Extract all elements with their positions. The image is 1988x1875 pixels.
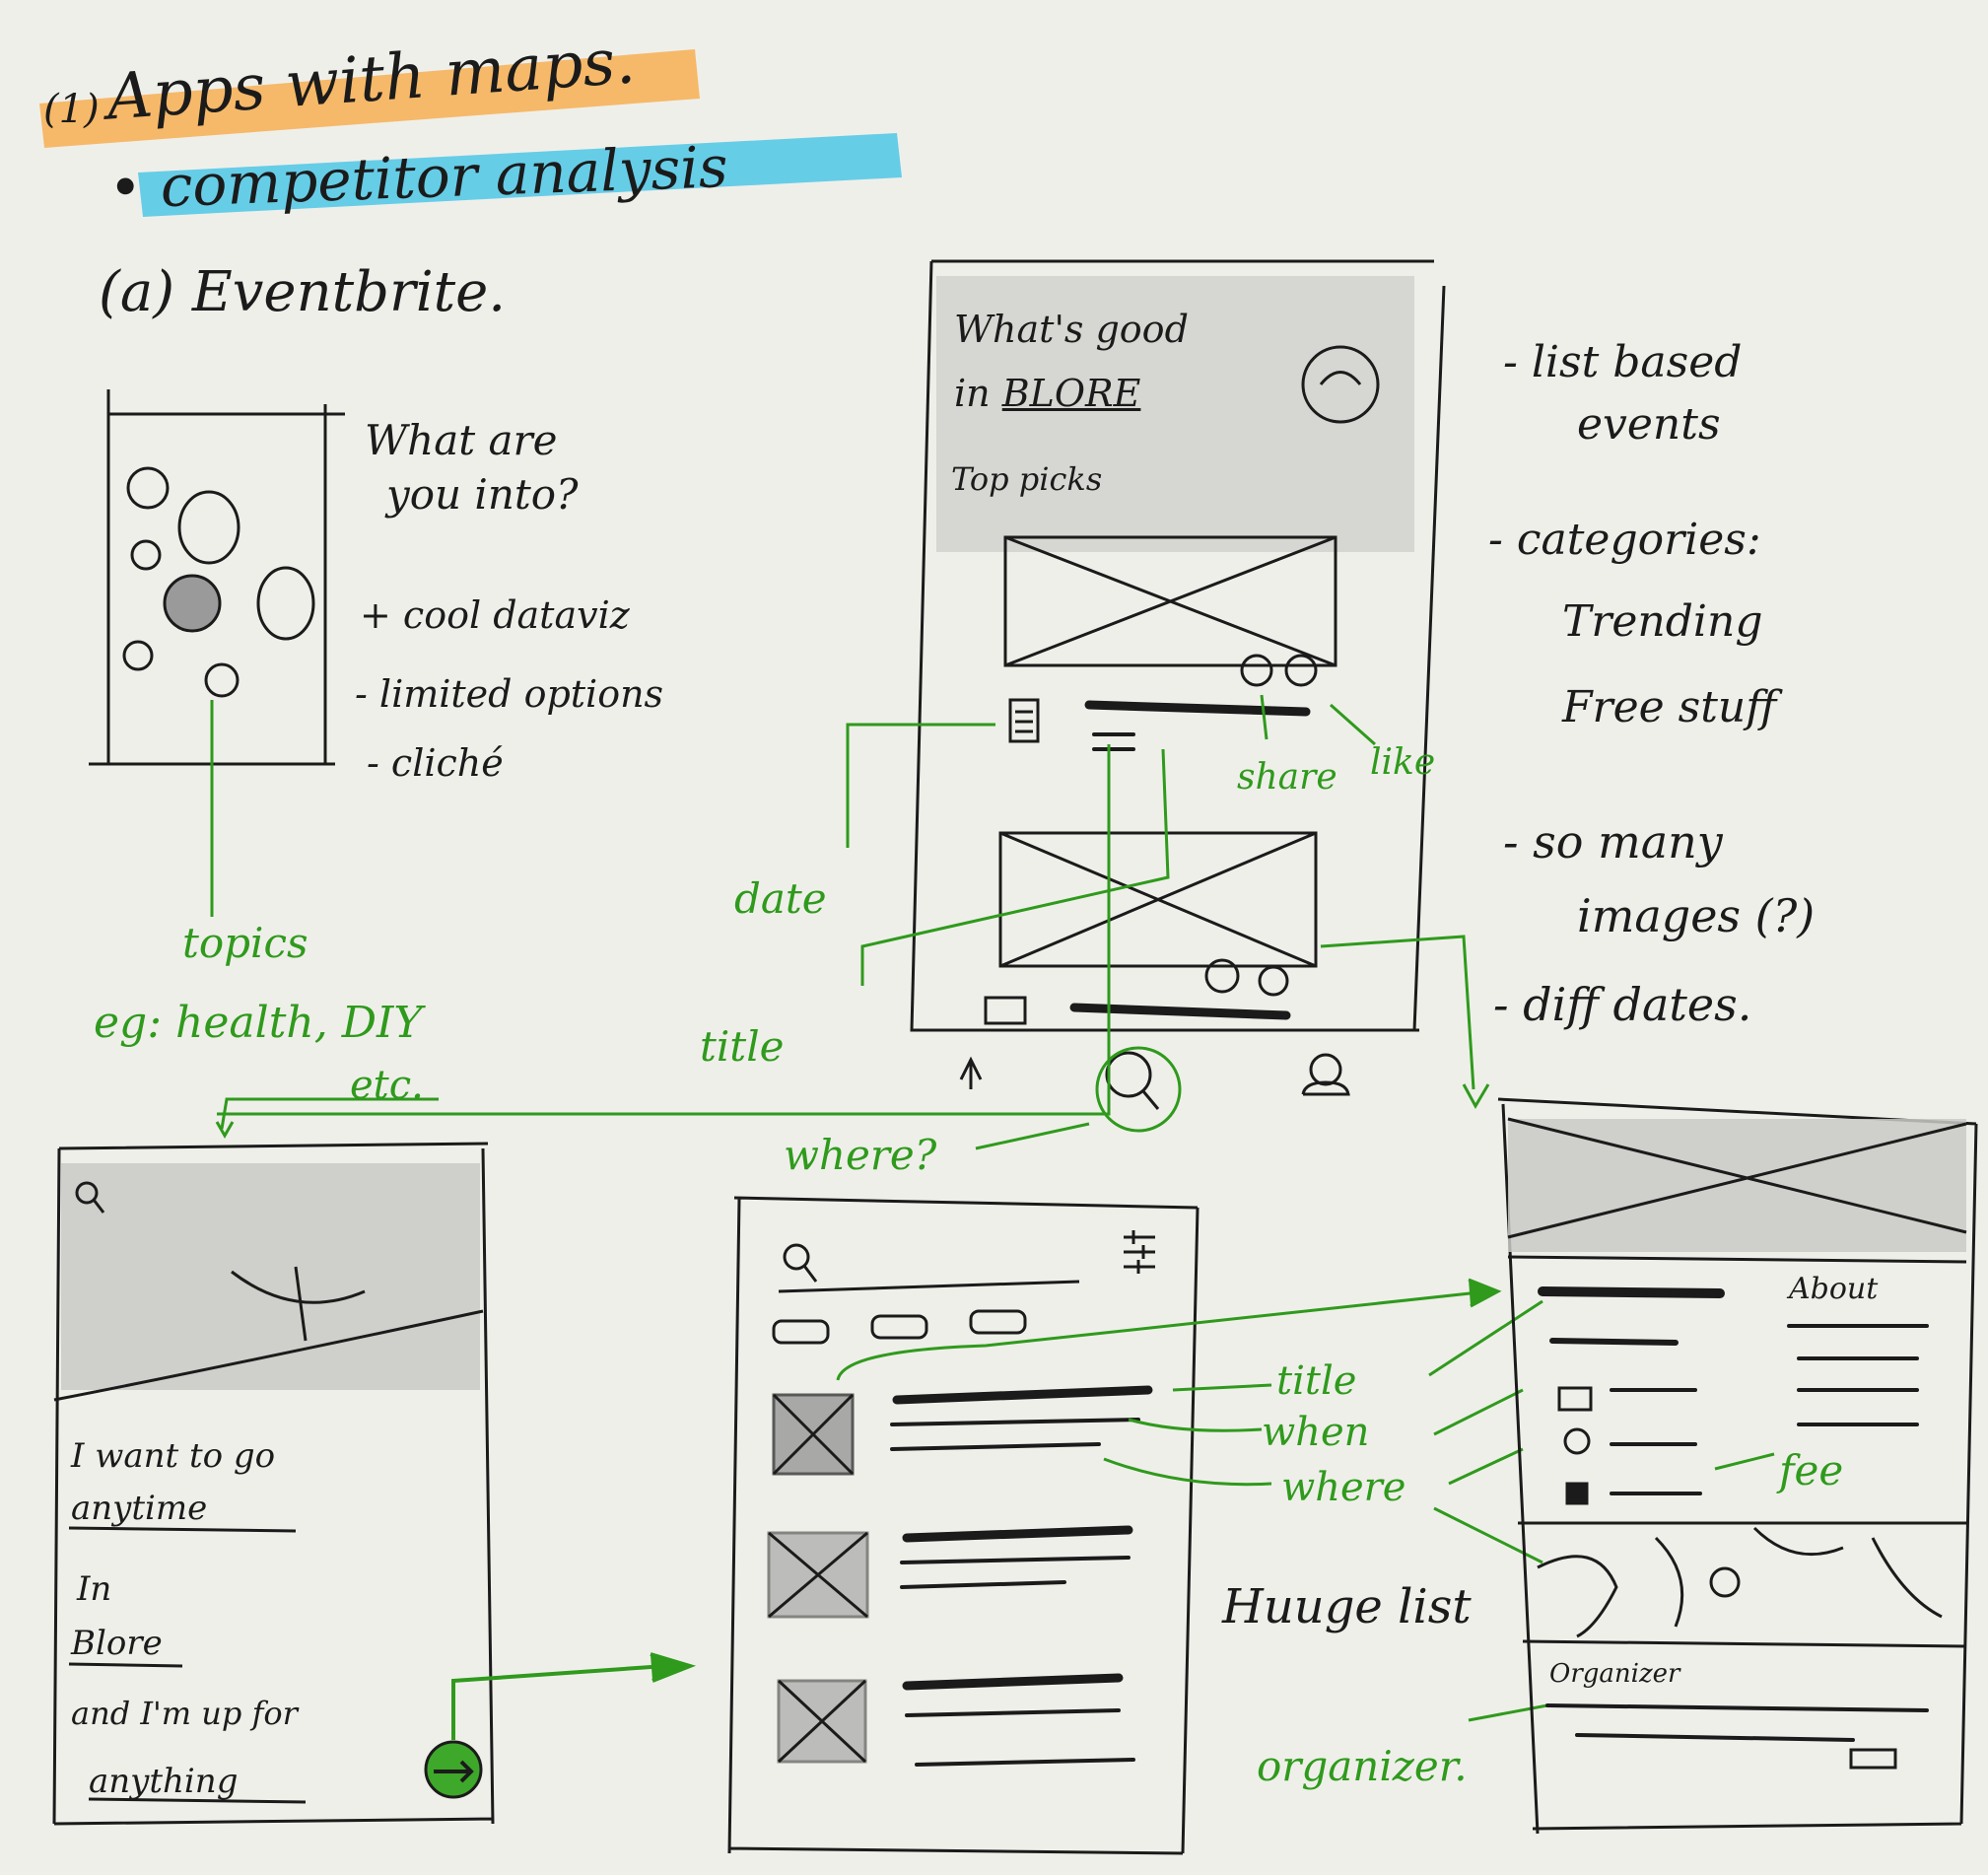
note-1-line2: events [1577, 399, 1721, 450]
filter-line5: and I'm up for [71, 1695, 298, 1732]
annotation-list-where: where [1281, 1465, 1406, 1510]
annotation-topics: topics [182, 919, 308, 967]
annotation-list-when: when [1262, 1410, 1370, 1455]
annotation-like: like [1370, 742, 1436, 783]
annotation-list-title: title [1276, 1358, 1357, 1404]
app-letter: a [119, 260, 154, 324]
annotation-fee: fee [1779, 1446, 1844, 1494]
filter-mood: anything [89, 1762, 239, 1801]
filter-time: anytime [71, 1489, 208, 1528]
note-1-line1: - list based [1503, 337, 1743, 387]
home-header-line1: What's good [954, 308, 1189, 351]
filter-underlines [68, 1526, 307, 1804]
note-4-line1: - diff dates. [1493, 978, 1752, 1031]
heading-highlight [39, 49, 700, 148]
detail-screen-frame [1497, 1097, 1978, 1835]
note-3-line1: - so many [1503, 815, 1723, 868]
subheading-highlight [138, 133, 902, 217]
onboarding-note-1: + cool dataviz [360, 593, 630, 637]
detail-lines [1538, 1286, 1929, 1742]
list-lines [890, 1385, 1153, 1767]
onboarding-note-3: - cliché [367, 741, 504, 785]
filter-line1: I want to go [71, 1436, 276, 1476]
annotation-organizer: organizer. [1257, 1742, 1468, 1790]
annotation-title: title [700, 1022, 785, 1071]
annotation-topic-examples: eg: health, DIY [94, 998, 423, 1048]
filter-line3: In [77, 1569, 112, 1609]
heading-number: (1) [43, 87, 100, 132]
annotation-share: share [1237, 757, 1337, 798]
annotation-topic-examples-etc: etc. [350, 1063, 424, 1108]
list-annotation-lines [836, 1278, 1775, 1722]
onboarding-prompt-line2: you into? [386, 470, 579, 519]
home-top-picks: Top picks [951, 460, 1103, 498]
detail-about: About [1789, 1272, 1879, 1306]
detail-organizer: Organizer [1549, 1659, 1680, 1689]
filter-screen-frame [52, 1142, 495, 1826]
filter-city: Blore [71, 1624, 163, 1663]
app-name: (a) Eventbrite. [99, 260, 507, 324]
onboarding-annotation-lines [210, 700, 439, 1140]
home-header-line2: in BLORE [954, 372, 1141, 415]
annotation-huge-list: Huuge list [1222, 1579, 1472, 1634]
annotation-date: date [734, 874, 827, 923]
filter-arrow [451, 1652, 697, 1740]
home-city: BLORE [1001, 372, 1141, 415]
home-header-prefix: in [954, 372, 991, 415]
note-2-line2: Trending [1562, 596, 1763, 647]
onboarding-screen-frame [89, 389, 345, 766]
onboarding-prompt-line1: What are [365, 416, 558, 464]
home-annotation-lines [217, 694, 1490, 1150]
note-2-line3: Free stuff [1562, 682, 1777, 732]
annotation-where: where? [784, 1131, 937, 1179]
app-name-text: Eventbrite. [191, 260, 507, 324]
home-screen-frame [910, 259, 1446, 1110]
list-screen-frame [727, 1196, 1200, 1855]
heading-number-value: 1 [58, 87, 85, 132]
onboarding-note-2: - limited options [355, 672, 664, 716]
note-3-line2: images (?) [1577, 889, 1816, 942]
note-2-line1: - categories: [1488, 515, 1761, 565]
